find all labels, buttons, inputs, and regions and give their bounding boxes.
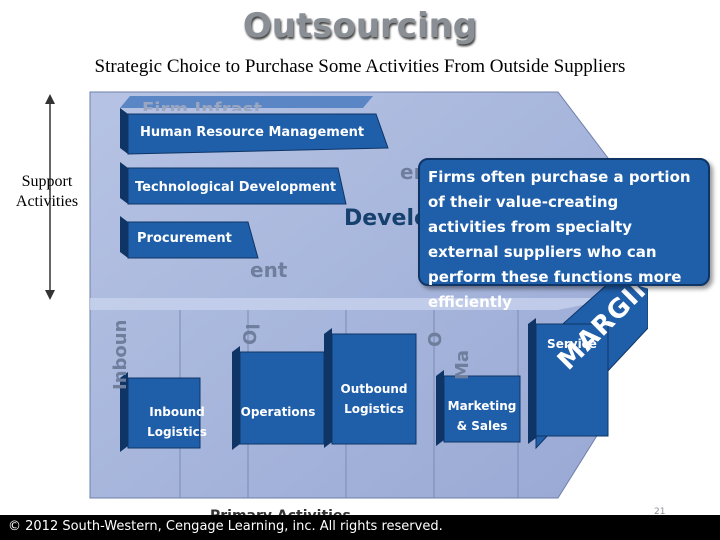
support-range-arrow — [45, 94, 55, 300]
page-title: Outsourcing — [242, 6, 478, 46]
value-chain-diagram — [89, 91, 648, 499]
inbound-box — [127, 377, 201, 449]
ghost-operations-vertical: Operations — [240, 325, 261, 345]
inbound-logistics-label: Inbound Logistics — [147, 405, 207, 439]
ghost-management: ent — [250, 258, 288, 282]
inbound-box-side — [120, 372, 128, 452]
operations-box-side — [232, 346, 240, 450]
ghost-marketing-vertical: Marketing & Sales — [452, 350, 473, 380]
tech-bar-side — [120, 162, 128, 204]
procurement-label: Procurement — [137, 231, 232, 246]
outbound-box-side — [324, 328, 332, 448]
hrm-bar-side — [120, 108, 128, 154]
outbound-box — [331, 333, 417, 445]
page-subtitle: Strategic Choice to Purchase Some Activi… — [94, 56, 626, 77]
operations-box — [239, 351, 325, 445]
support-primary-divider — [90, 298, 618, 310]
procurement-bar — [127, 221, 259, 259]
service-label: Service — [547, 337, 597, 351]
tech-bar — [127, 167, 347, 205]
page-number: 21 — [654, 507, 666, 517]
ghost-tech-tail: ent — [400, 160, 418, 184]
ghost-inbound-vertical: Inbound Logistics — [110, 320, 131, 390]
service-box — [535, 323, 609, 437]
service-box-side — [528, 318, 536, 444]
marketing-sales-label: Marketing & Sales — [447, 399, 517, 433]
footer-bar — [0, 515, 720, 540]
outbound-logistics-label: Outbound Logistics — [340, 382, 408, 416]
hrm-bar — [127, 113, 389, 155]
ghost-outbound-vertical: Outbound Logistics — [425, 331, 446, 347]
procurement-bar-side — [120, 216, 128, 258]
hrm-bar-top — [120, 96, 373, 108]
marketing-box — [443, 375, 521, 443]
operations-label: Operations — [240, 405, 316, 419]
ghost-primary-activities: Primary Activities — [210, 508, 351, 516]
copyright-text: © 2012 South-Western, Cengage Learning, … — [8, 519, 443, 534]
hrm-label: Human Resource Management — [140, 125, 365, 140]
outsourcing-callout: Firms often purchase a portion of their … — [418, 158, 710, 311]
ghost-firm-infrastructure: Firm Infrastructure — [142, 99, 262, 111]
ghost-development: Developm — [344, 206, 428, 231]
tech-dev-label: Technological Development — [135, 180, 337, 195]
support-activities-label: Support Activities — [15, 173, 79, 210]
marketing-box-side — [436, 370, 444, 446]
